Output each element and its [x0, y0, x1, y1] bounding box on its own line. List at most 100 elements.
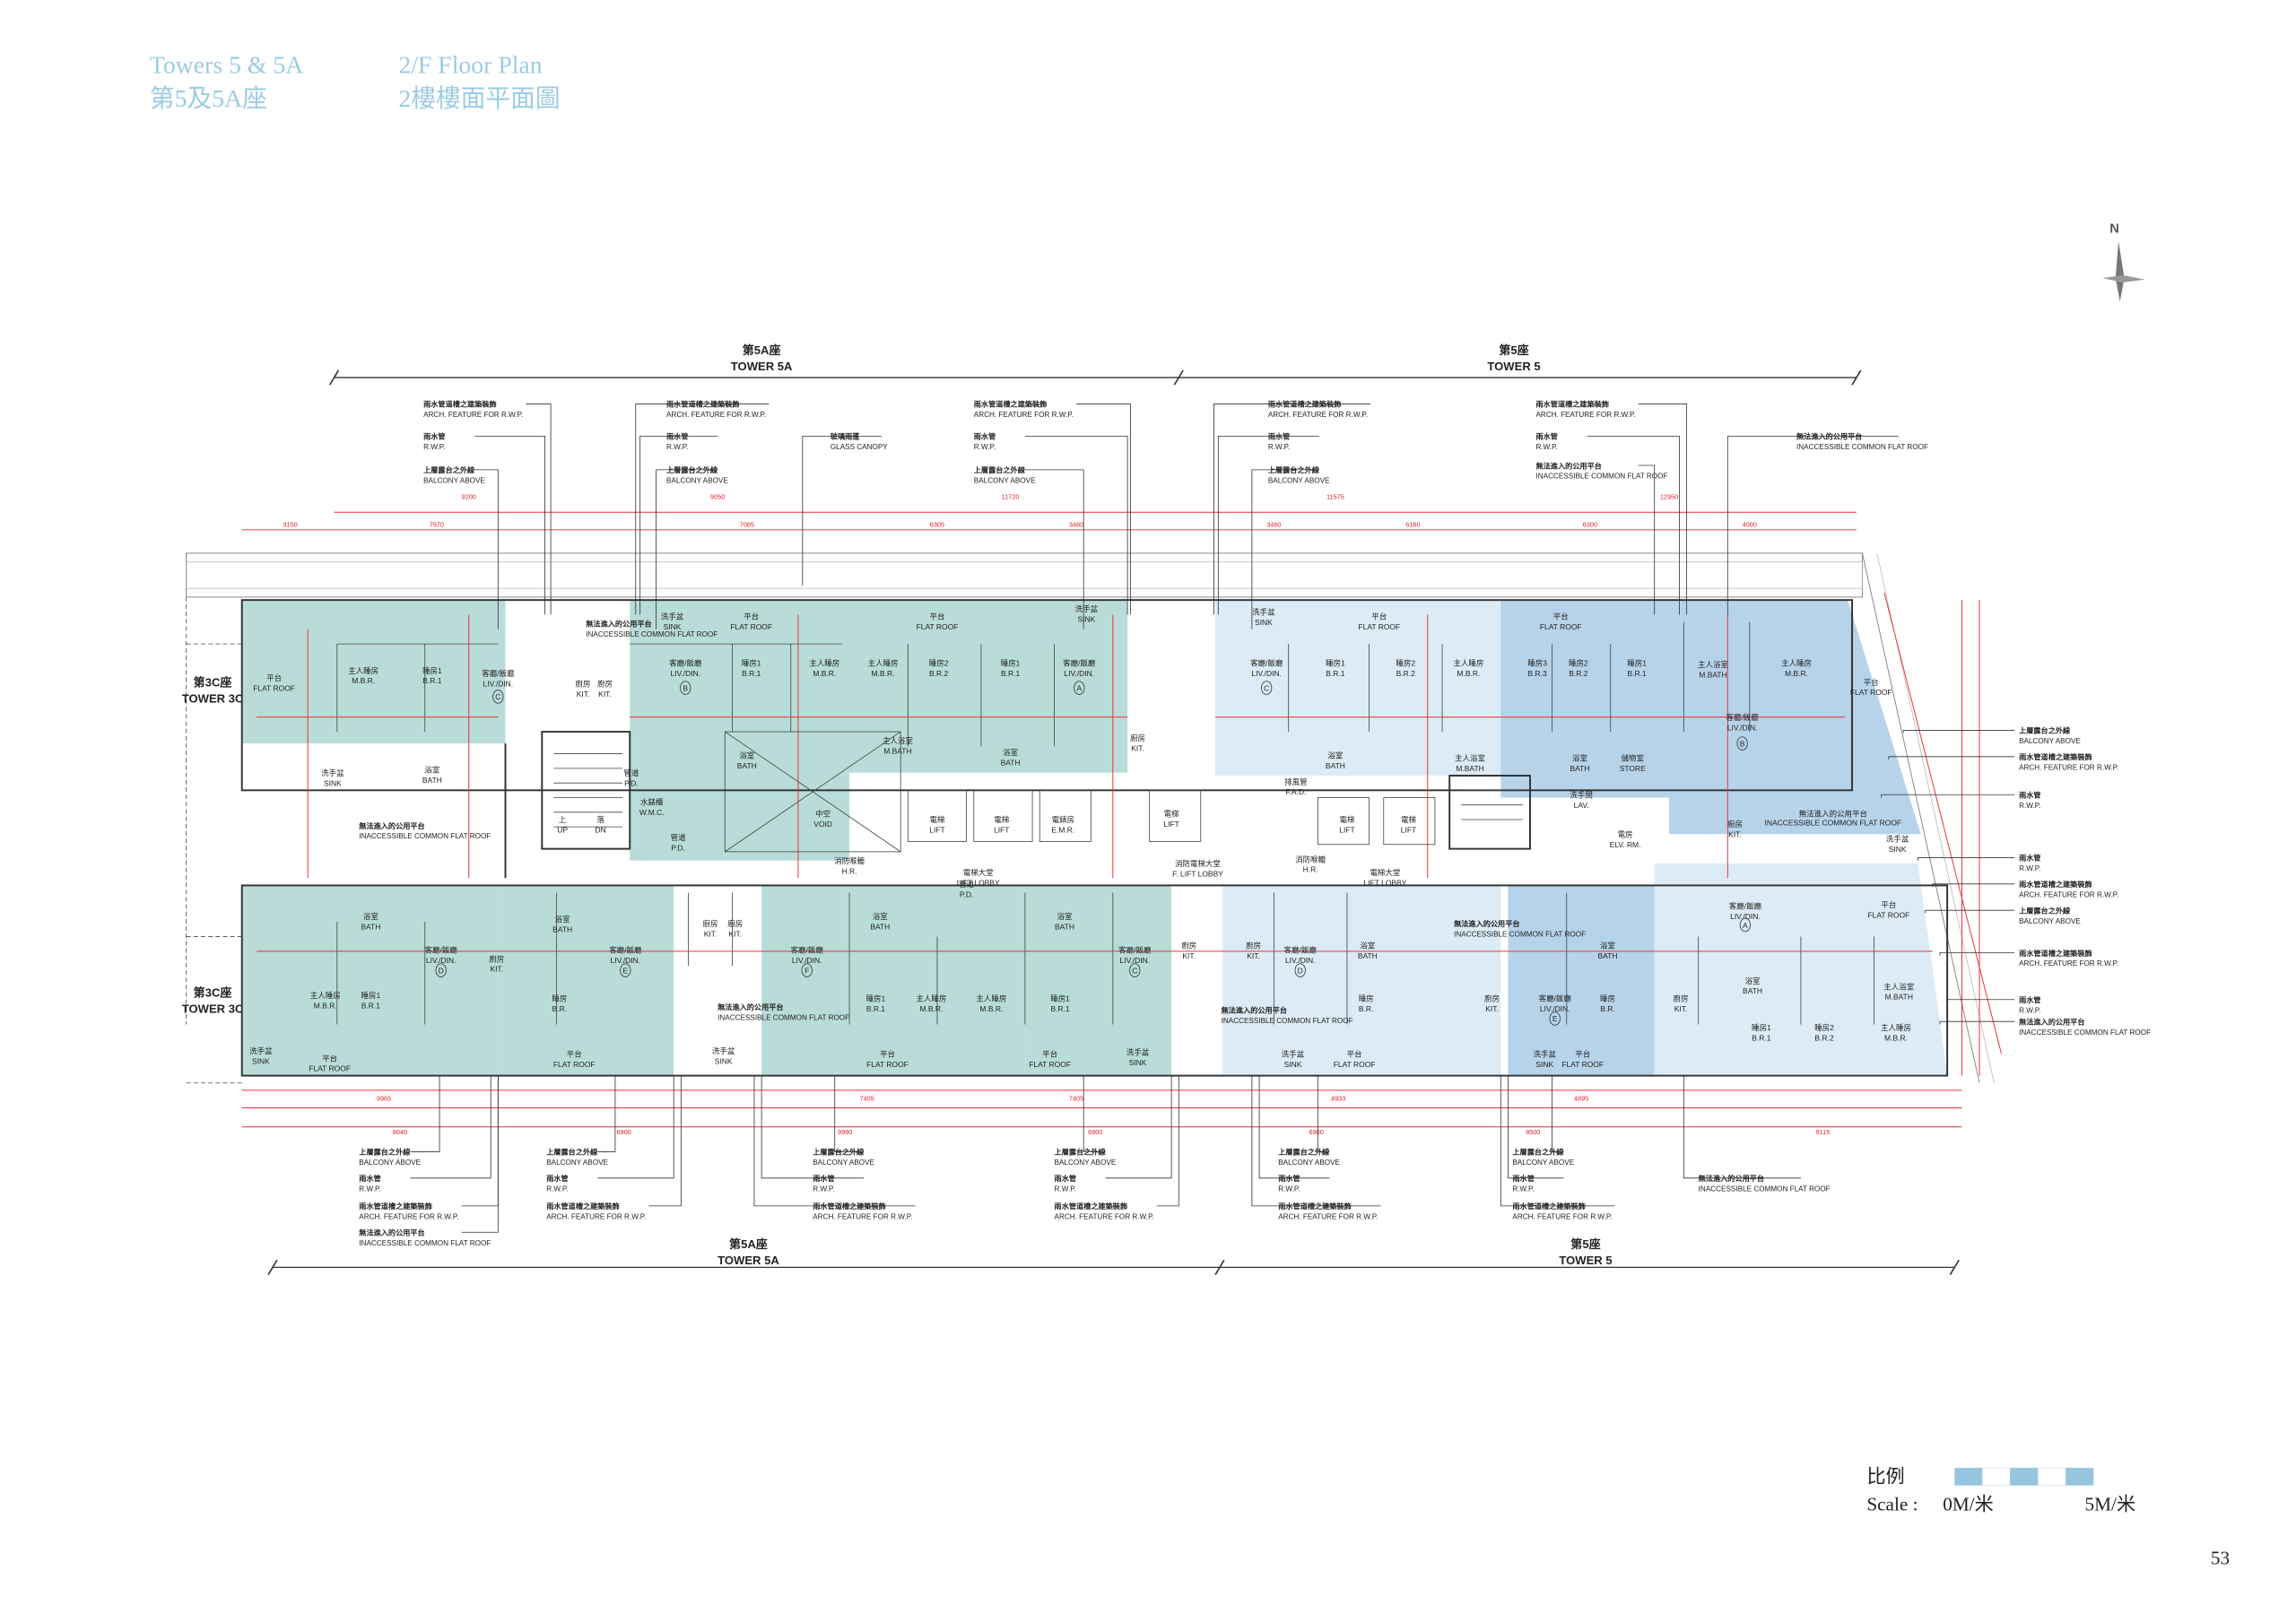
callout-arch-en: ARCH. FEATURE FOR R.W.P. [1536, 411, 1636, 419]
room-label-zh: 主人浴室 [1455, 754, 1485, 763]
callout-rwp-en: R.W.P. [666, 443, 688, 451]
room-label-en: LIV./DIN. [670, 669, 700, 678]
room-label-zh: 電梯 [1401, 815, 1416, 824]
room-label-en: SINK [324, 778, 342, 787]
room-label-zh: 平台 [322, 1054, 337, 1063]
unit-letter: E [1552, 1014, 1558, 1023]
callout-arch-en: ARCH. FEATURE FOR R.W.P. [359, 1213, 458, 1221]
dim-top-3: 11720 [1002, 493, 1020, 501]
room-label-en: H.R. [842, 866, 857, 875]
room-label-zh: 儲物室 [1622, 754, 1644, 763]
room-label-en: FLAT ROOF [866, 1060, 909, 1069]
room-label-en: KIT. [704, 930, 718, 939]
tower-3c-label-en: TOWER 3C [182, 691, 244, 705]
unit-marker-circle [492, 690, 504, 704]
callout-leader [656, 469, 718, 629]
room-label-en: FLAT ROOF [1850, 688, 1892, 697]
callout-leader [1638, 464, 1656, 615]
tower-extent-bottom: 第5A座 TOWER 5A 第5座 TOWER 5 [267, 1237, 1960, 1275]
callout-leader [474, 435, 545, 615]
tower-3c-upper: 第3C座 TOWER 3C [182, 552, 244, 1025]
unit-marker: E [1549, 1011, 1561, 1026]
tower-5a-bottom-zh: 第5A座 [729, 1237, 768, 1251]
tower-5-label-en: TOWER 5 [1487, 360, 1540, 373]
room-label-zh: 廚房 [1181, 942, 1196, 950]
room-label-zh: 睡房1 [1050, 994, 1070, 1002]
unit-5a-b-upper[interactable] [630, 600, 850, 861]
unit-5a-d-lower[interactable] [241, 885, 499, 1076]
dim-bottom-1: 9965 [377, 1094, 391, 1102]
unit-5a-a-upper[interactable] [841, 600, 1128, 773]
room-label-zh: 平台 [567, 1049, 582, 1058]
callout-rwp-en: R.W.P. [2019, 802, 2040, 810]
room-label-zh: 平台 [1553, 612, 1569, 621]
room-label-en: LIV./DIN. [1727, 723, 1758, 732]
callout-inaccessible-en: INACCESSIBLE COMMON FLAT ROOF [1796, 443, 1928, 451]
room-label-zh: 洗手盆 [1252, 607, 1275, 616]
room-label-en: E.M.R. [1051, 826, 1074, 835]
room-label-zh: 睡房1 [1627, 659, 1647, 668]
unit-letter: B [683, 683, 688, 692]
unit-5a-e-lower[interactable] [498, 885, 674, 1076]
room-label-en: B.R. [552, 1004, 567, 1013]
unit-5-d-lower[interactable] [1222, 885, 1501, 1076]
room-label-zh: 落 [596, 815, 604, 824]
room-label-zh: 浴室 [424, 766, 439, 775]
room-label-en: B.R.1 [422, 676, 441, 685]
callout-leader [1024, 469, 1084, 629]
room-label-en: LIV./DIN. [483, 679, 514, 688]
unit-letter: A [1743, 921, 1748, 930]
unit-5a-c-lower[interactable] [1024, 885, 1172, 1076]
room-label-zh: 無法進入的公用平台 [718, 1002, 783, 1011]
dim-bottom2-7: 9115 [1816, 1128, 1831, 1136]
title-towers-en: Towers 5 & 5A [150, 52, 303, 80]
page-number: 53 [2211, 1548, 2230, 1569]
unit-5-c-upper[interactable] [1215, 600, 1501, 777]
room-label-zh: 睡房1 [742, 659, 761, 668]
room-label-en: BATH [1055, 922, 1074, 931]
callout-arch-zh: 雨水管道槽之建築裝飾 [1055, 1202, 1128, 1211]
callout-leader [1500, 1075, 1615, 1207]
room-label-zh: 廚房 [1130, 733, 1145, 742]
unit-5a-c-upper[interactable] [241, 600, 506, 744]
room-label-en: ELV. RM. [1610, 840, 1641, 849]
room-label-en: BATH [1597, 951, 1617, 960]
unit-marker-circle [1739, 917, 1752, 933]
unit-5a-f-lower[interactable] [761, 885, 1025, 1076]
callout-leader [1024, 435, 1128, 615]
room-label-zh: 管道 [959, 880, 974, 889]
room-label-en: KIT. [1674, 1004, 1688, 1013]
room-label-zh: 廚房 [1727, 820, 1743, 829]
tower-extent-top: 第5A座 TOWER 5A 第5座 TOWER 5 [328, 343, 1862, 386]
room-label-zh: 電梯 [994, 815, 1009, 824]
room-label-en: KIT. [490, 965, 503, 974]
unit-marker: D [435, 963, 447, 977]
room-label-en: VOID [813, 820, 832, 829]
callout-balcony-en: BALCONY ABOVE [546, 1159, 608, 1167]
unit-5-e-lower[interactable] [1508, 885, 1655, 1076]
room-label-en: LIFT [929, 826, 944, 835]
room-label-zh: 睡房1 [1001, 659, 1021, 668]
